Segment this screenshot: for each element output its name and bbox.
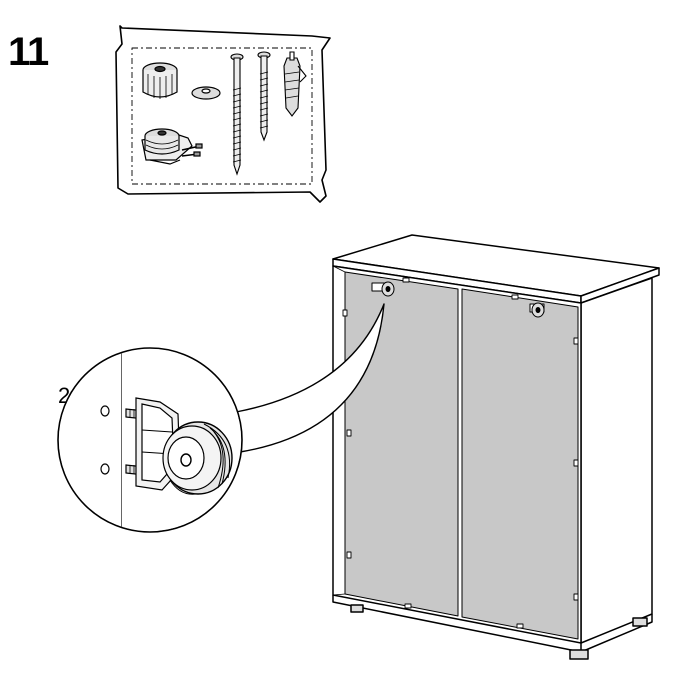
mounted-bracket-right-icon [529,302,545,318]
glide-foot-icon [142,62,178,99]
back-panel-left [344,271,459,617]
mounted-bracket-left-icon [371,281,395,297]
hardware-bag [115,25,331,203]
washer-icon [191,86,221,100]
detail-circle [57,347,243,533]
cabinet [332,234,660,660]
back-panel-right [461,288,579,640]
long-screw-icon [230,53,244,176]
short-screw-icon [257,51,271,142]
bracket-glide-icon [141,128,203,165]
wall-plug-icon [283,51,307,117]
step-number: 11 [8,30,49,74]
